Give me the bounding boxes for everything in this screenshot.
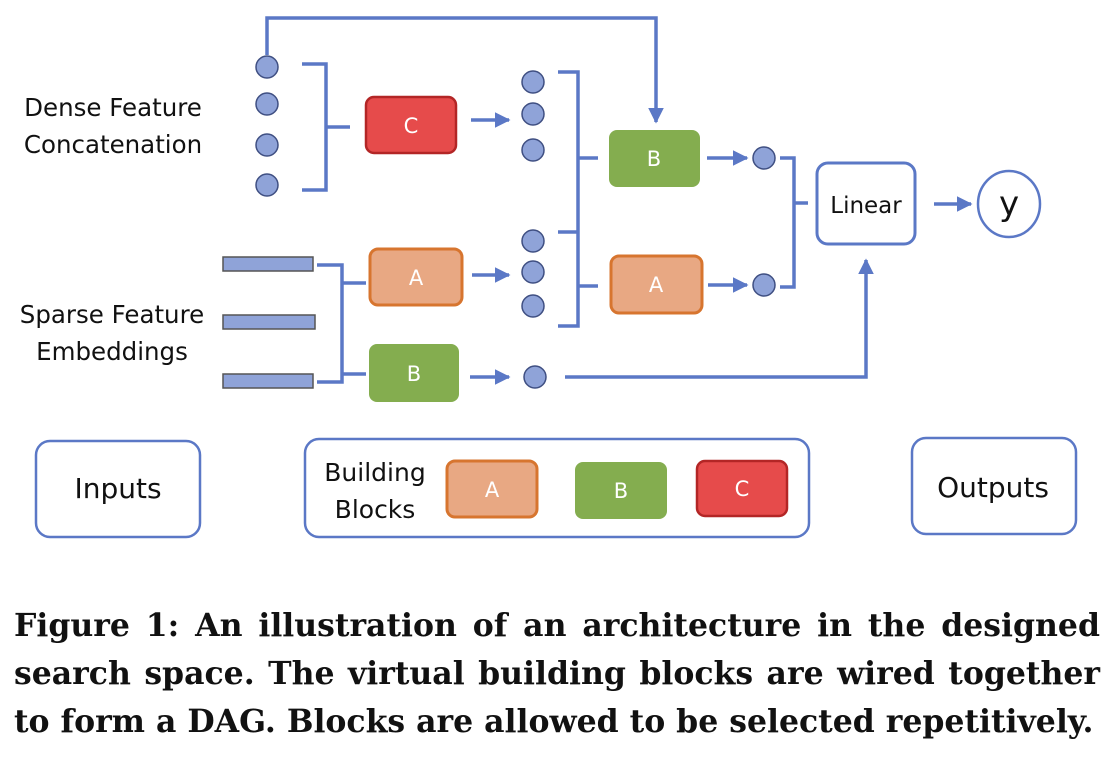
figure-caption: Figure 1: An illustration of an architec… — [14, 607, 1100, 740]
legend-inputs-box: Inputs — [34, 439, 202, 539]
svg-text:A: A — [485, 478, 500, 502]
legend-block-c: C — [695, 459, 789, 518]
svg-text:C: C — [735, 477, 750, 501]
svg-text:Building: Building — [324, 458, 425, 487]
sparse-feature-label: Sparse Feature — [20, 300, 204, 329]
legend-building-blocks-box: Building Blocks A B C — [303, 437, 811, 539]
a-right-output-node — [752, 273, 776, 297]
svg-text:Inputs: Inputs — [74, 472, 161, 505]
output-y: y — [976, 169, 1042, 239]
embedding-bar — [222, 314, 316, 330]
right-bracket — [780, 156, 808, 289]
embedding-bar — [222, 256, 314, 272]
dense-node — [255, 92, 279, 116]
block-b-top-right: B — [609, 130, 700, 187]
legend-block-a: A — [445, 459, 539, 519]
skip-connection-wire — [265, 16, 664, 124]
svg-text:B: B — [407, 362, 421, 386]
b-output-node — [523, 365, 547, 389]
legend: Inputs Building Blocks A B C Outputs — [34, 436, 1078, 539]
svg-text:B: B — [647, 147, 661, 171]
a-output-node — [521, 294, 545, 318]
legend-block-b: B — [575, 462, 667, 519]
block-a-mid: A — [368, 247, 464, 307]
sparse-embedding-bars — [222, 256, 316, 389]
linear-box: Linear — [815, 161, 917, 246]
middle-bracket — [558, 70, 598, 328]
svg-text:Outputs: Outputs — [937, 471, 1049, 504]
svg-text:A: A — [409, 266, 424, 290]
svg-text:A: A — [649, 273, 664, 297]
block-b-low: B — [369, 344, 459, 402]
legend-outputs-box: Outputs — [910, 436, 1078, 536]
svg-text:B: B — [614, 479, 628, 503]
dense-node — [255, 55, 279, 79]
embedding-bar — [222, 373, 314, 389]
dense-feature-label-line2: Concatenation — [24, 130, 202, 159]
wires — [265, 16, 973, 385]
c-output-node — [521, 70, 545, 94]
sparse-feature-label-line2: Embeddings — [36, 337, 188, 366]
dense-input-nodes — [255, 55, 279, 197]
block-a-right: A — [609, 254, 704, 315]
dense-node — [255, 173, 279, 197]
architecture-diagram: Dense Feature Concatenation Sparse Featu… — [20, 16, 1078, 539]
c-output-node — [521, 102, 545, 126]
svg-text:Linear: Linear — [830, 193, 902, 219]
dense-node — [255, 133, 279, 157]
bottom-long-wire — [565, 258, 874, 379]
svg-text:Blocks: Blocks — [335, 495, 416, 524]
a-output-node — [521, 229, 545, 253]
a-output-node — [521, 260, 545, 284]
svg-text:y: y — [999, 184, 1019, 224]
c-output-node — [521, 138, 545, 162]
b-right-output-node — [752, 146, 776, 170]
sparse-bracket — [317, 263, 366, 384]
block-c-top: C — [364, 95, 458, 155]
dense-bracket — [302, 62, 350, 192]
svg-text:C: C — [404, 114, 419, 138]
dense-feature-label: Dense Feature — [24, 93, 202, 122]
intermediate-nodes — [521, 70, 776, 389]
